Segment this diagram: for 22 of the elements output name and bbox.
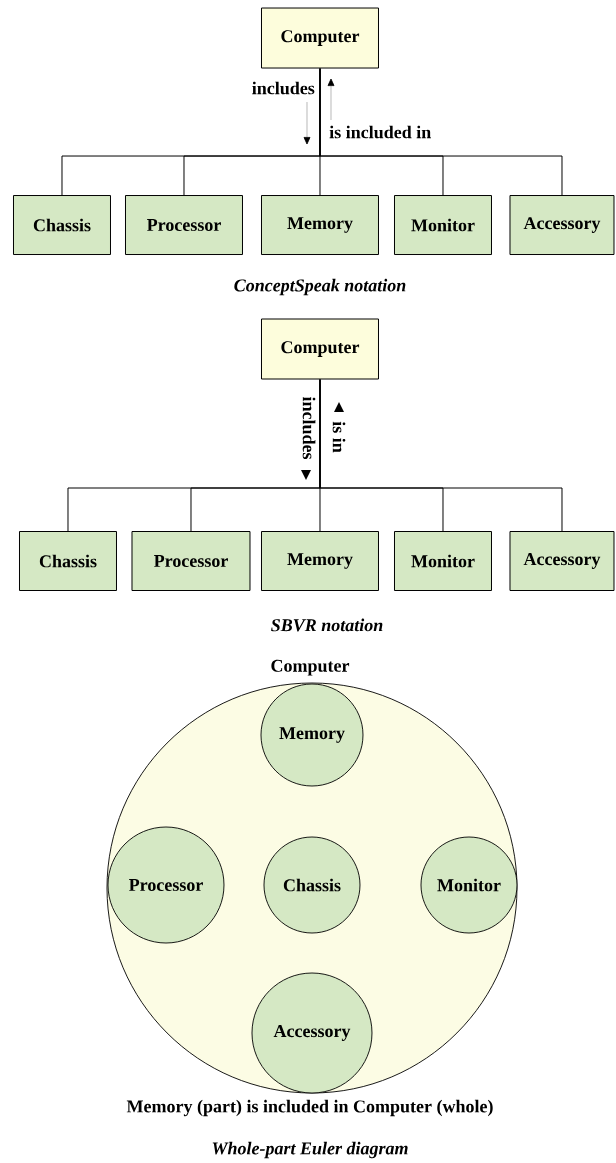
concept-box: Chassis	[13, 195, 111, 255]
concept-box: Processor	[131, 531, 251, 591]
connector-line	[319, 379, 563, 532]
concept-box: Accessory	[509, 531, 615, 591]
relation-label: includes	[252, 81, 315, 95]
relation-label: is included in	[329, 125, 431, 139]
concept-box: Chassis	[19, 531, 117, 591]
relation-label: includes	[302, 396, 316, 460]
node-label: Computer	[271, 659, 350, 676]
connector-line	[319, 68, 563, 196]
concept-box: Monitor	[394, 195, 492, 255]
concept-box: Computer	[261, 7, 379, 69]
concept-box: Accessory	[509, 195, 615, 255]
concept-box: Memory	[261, 195, 379, 255]
concept-box: Monitor	[394, 531, 492, 591]
caption: SBVR notation	[271, 618, 383, 632]
concept-box: Memory	[261, 531, 379, 591]
relation-label: is in	[332, 421, 346, 453]
concept-box: Processor	[125, 195, 243, 255]
concept-box: Computer	[261, 318, 379, 380]
caption: ConceptSpeak notation	[234, 278, 406, 296]
caption: Whole-part Euler diagram	[212, 1141, 408, 1159]
